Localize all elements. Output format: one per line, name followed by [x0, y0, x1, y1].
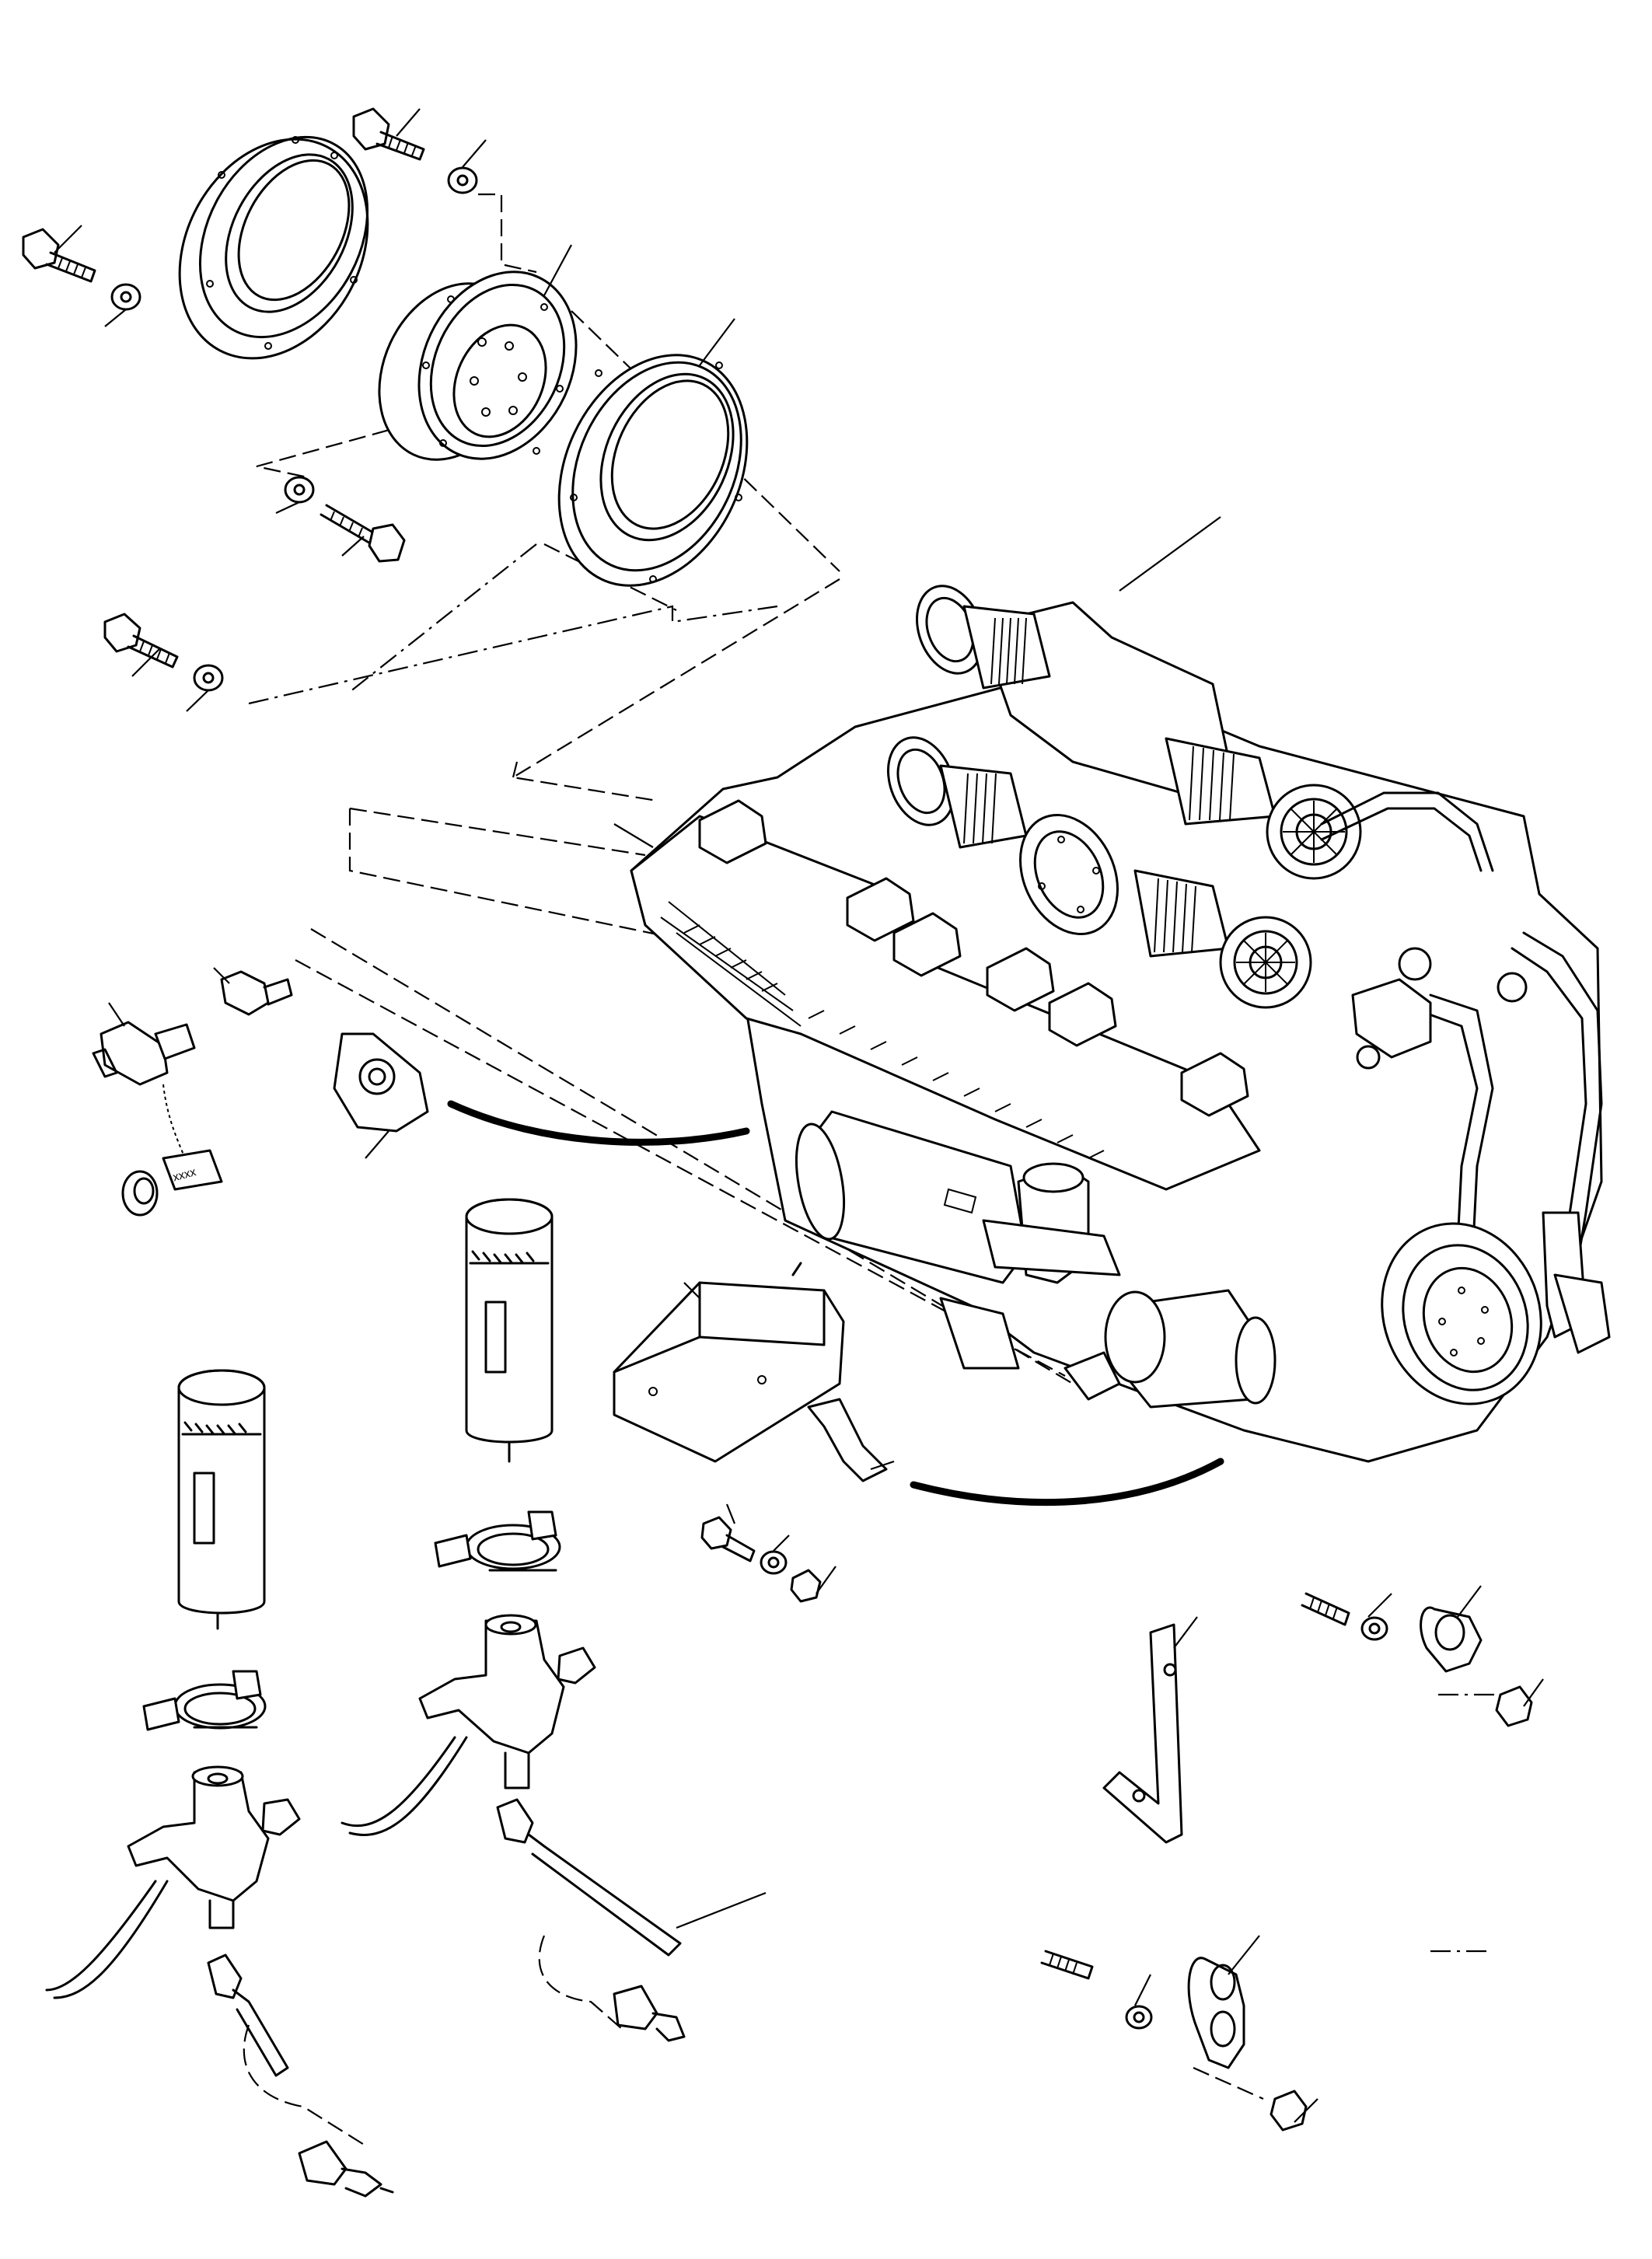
engine-assembly [630, 585, 1611, 1463]
bolt-lower-left [103, 613, 179, 669]
small-bracket [807, 1398, 888, 1482]
turbocharger-lower [886, 736, 1312, 1009]
mounting-bracket [1102, 1623, 1183, 1844]
washer-mid [284, 476, 315, 504]
quick-coupler: xxxx [92, 970, 293, 1217]
p-clamp [1301, 1592, 1533, 1727]
bolt-washer-nut-middle [700, 1516, 822, 1603]
filter-bracket [434, 1510, 561, 1572]
coupling-disc [378, 271, 578, 461]
cover-plate-mount-line [447, 1100, 750, 1146]
callout-leaders [54, 108, 1544, 2123]
oil-filter-cartridge [177, 1369, 266, 1630]
turbocharger-upper [915, 585, 1362, 880]
bolt-left [22, 228, 96, 283]
protective-shield [613, 1262, 845, 1463]
starter-motor [1063, 1289, 1277, 1409]
cover-ring [557, 354, 749, 587]
flywheel-housing-adapter [178, 135, 369, 360]
bracket-mount-line [910, 1458, 1224, 1507]
oil-filter-cartridge [465, 1198, 554, 1463]
filter-head [45, 1765, 301, 1999]
bolt-upper [352, 107, 425, 161]
cover-plate [333, 1032, 429, 1133]
washer-lower-left [193, 664, 224, 692]
temperature-sensor [496, 1798, 686, 2042]
bolt-mid [320, 504, 406, 563]
engine-centrifuge [982, 1162, 1121, 1284]
filter-bracket [142, 1670, 267, 1731]
flywheel [1381, 1222, 1542, 1405]
filter-head [341, 1614, 596, 1836]
temperature-sensor [207, 1953, 394, 2198]
washer-left [110, 283, 141, 311]
washer-upper [447, 166, 478, 194]
p-clamp [1040, 1950, 1308, 2132]
